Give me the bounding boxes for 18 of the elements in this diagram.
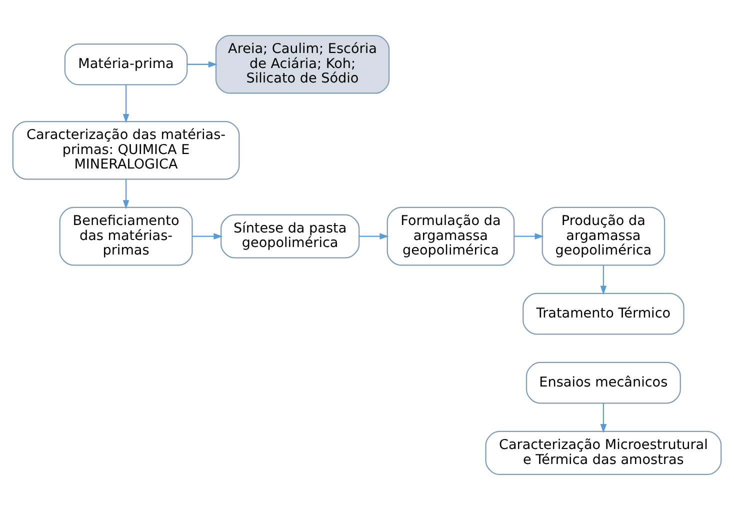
node-box: Produção da argamassa geopolimérica bbox=[542, 206, 666, 266]
node-box: Caracterização Microestrutural e Térmica das amostras bbox=[485, 430, 722, 476]
node-box: Ensaios mecânicos bbox=[526, 362, 681, 404]
arrow bbox=[359, 233, 389, 240]
node-box: Matéria-prima bbox=[64, 43, 188, 86]
arrow bbox=[122, 179, 130, 210]
arrow bbox=[514, 233, 544, 240]
arrow bbox=[600, 265, 607, 295]
node-box: Tratamento Térmico bbox=[522, 292, 684, 335]
node-box: Formulação da argamassa geopolimérica bbox=[386, 206, 515, 266]
node-box: Areia; Caulim; Escória de Aciária; Koh; Silicato de Sódio bbox=[215, 34, 390, 94]
node-box: Síntese da pasta geopolimérica bbox=[220, 214, 360, 258]
arrow bbox=[192, 233, 223, 240]
node-box: Caracterização das matérias-primas: QUIMICA E MINERALOGICA bbox=[12, 120, 240, 180]
node-box: Beneficiamento das matérias-primas bbox=[59, 206, 193, 266]
arrow bbox=[600, 403, 607, 434]
arrow bbox=[122, 84, 130, 124]
arrow bbox=[187, 61, 218, 68]
